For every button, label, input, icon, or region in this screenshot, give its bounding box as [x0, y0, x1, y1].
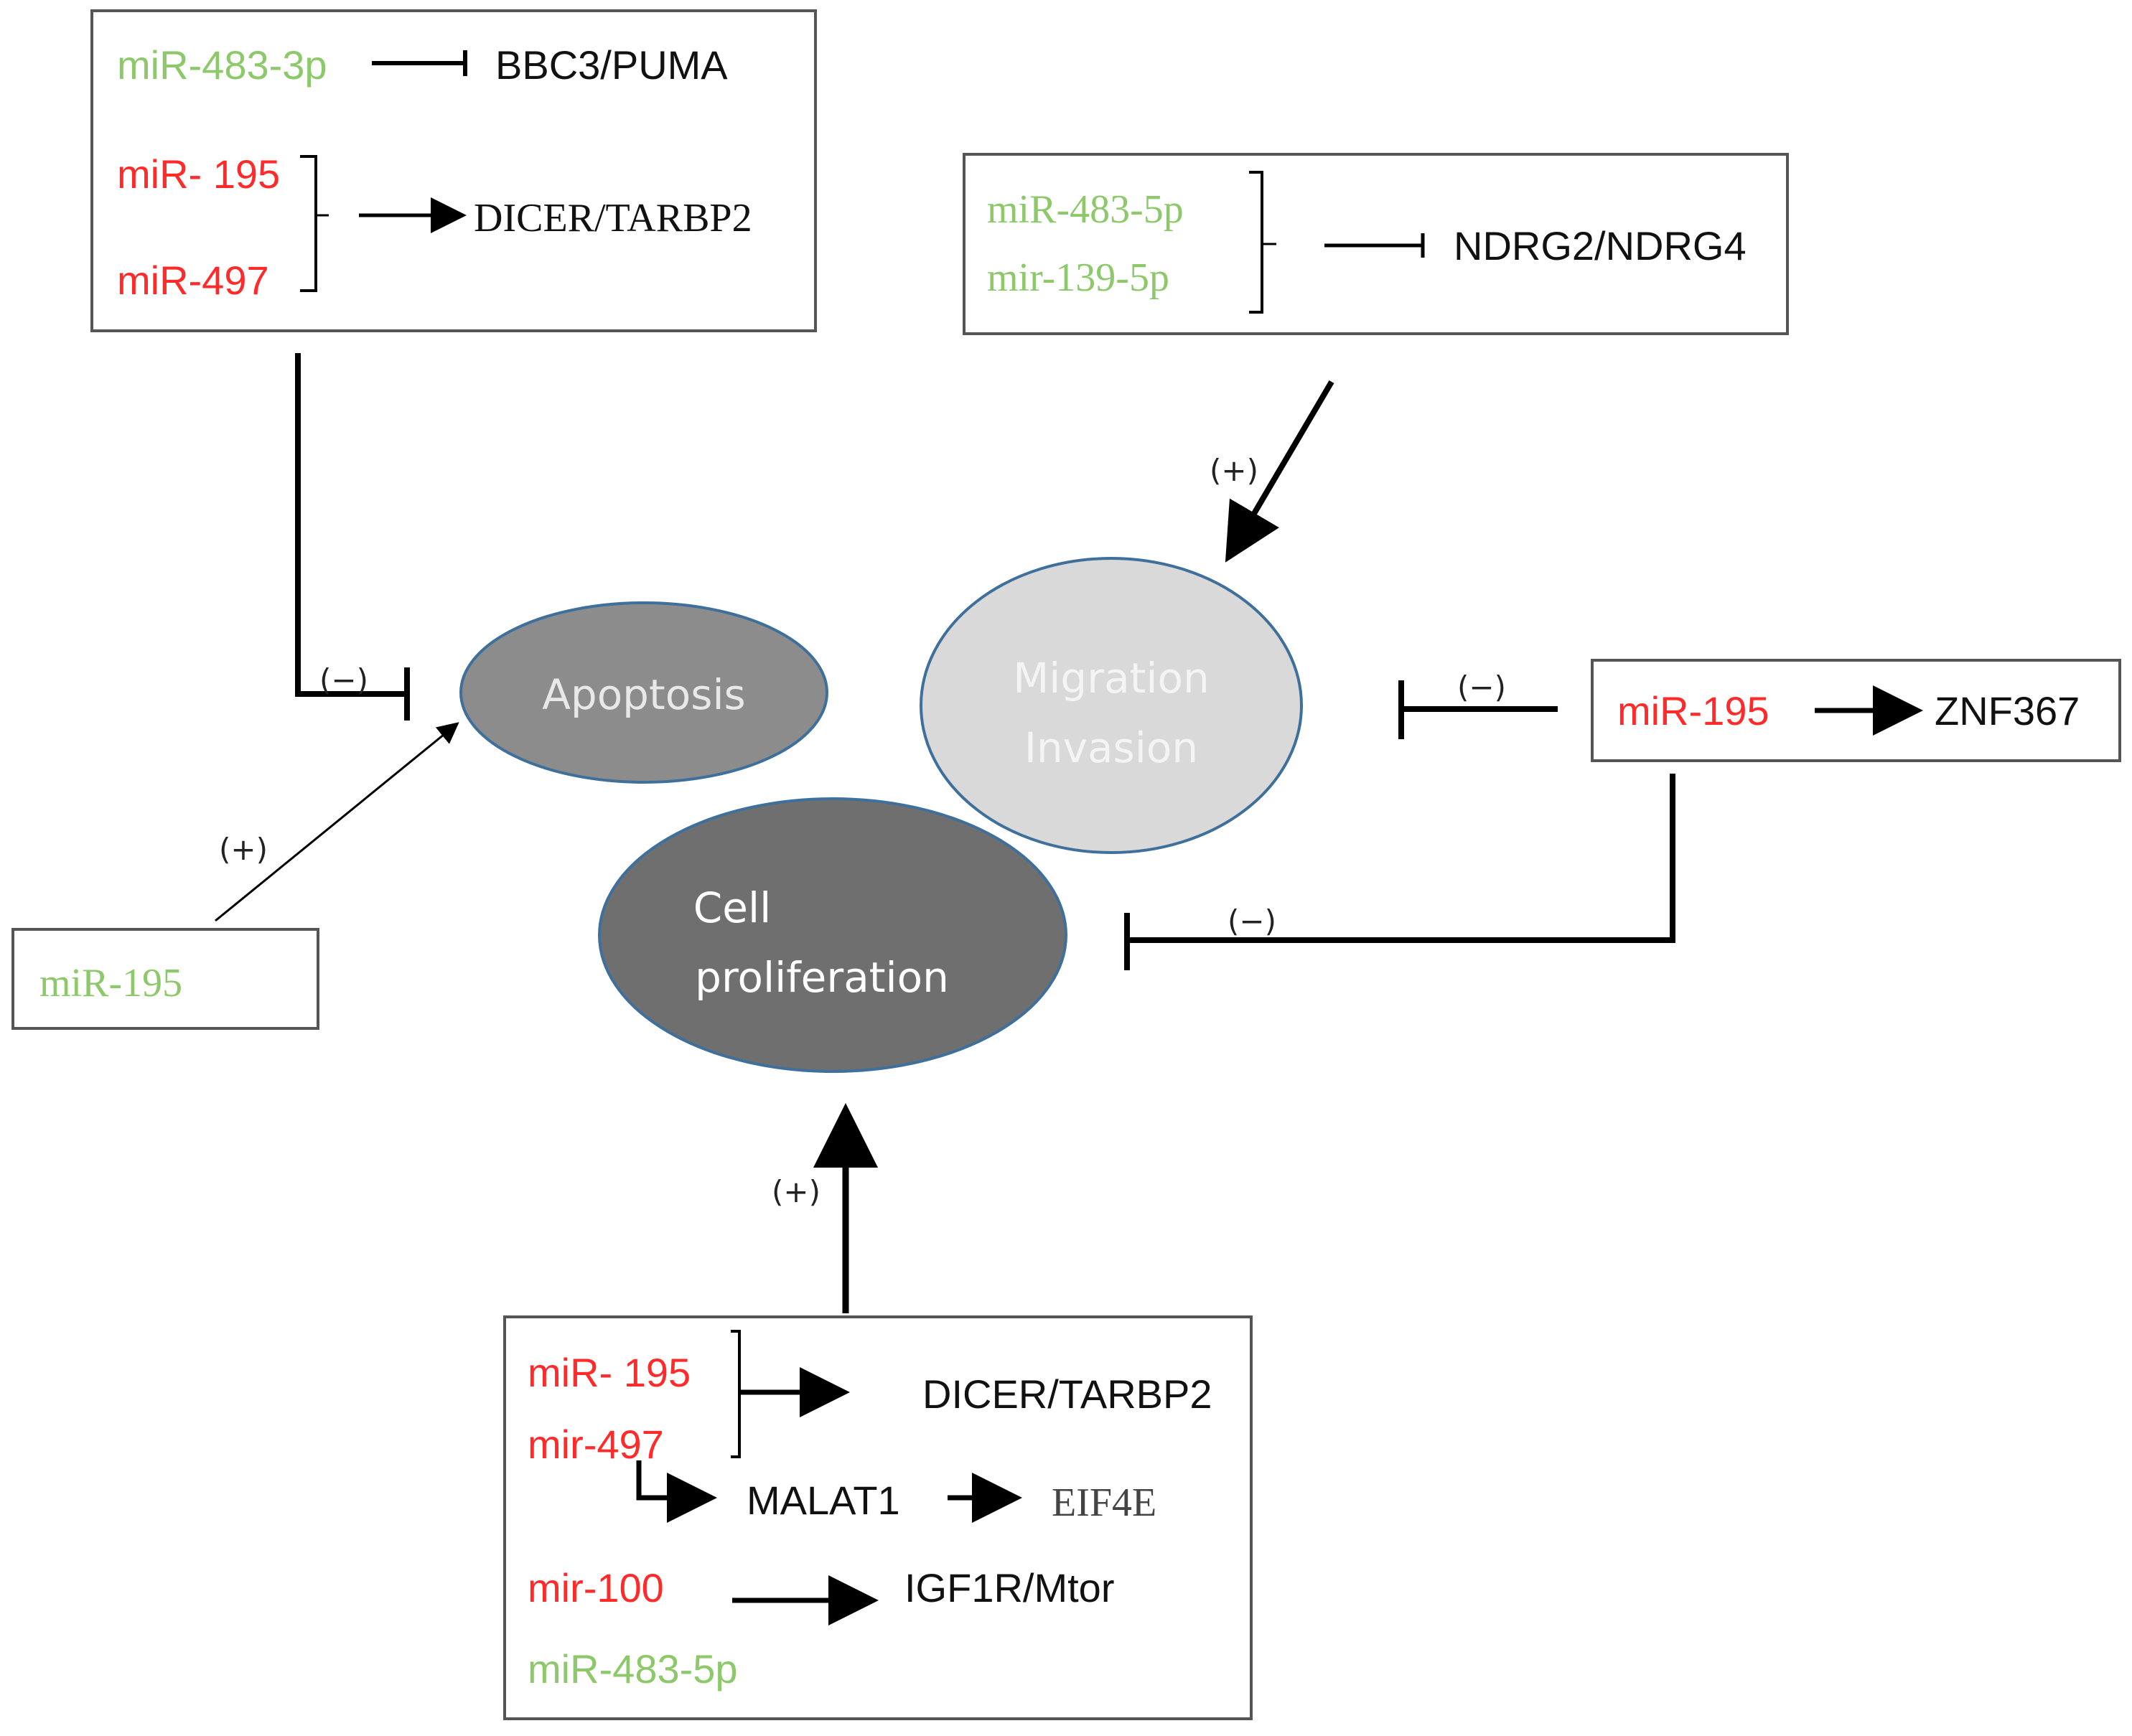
bottom-mir-195-label: miR- 195 [528, 1350, 691, 1395]
eif4e-label: EIF4E [1052, 1481, 1156, 1525]
proliferation-ellipse [598, 797, 1067, 1073]
invasion-label: Invasion [1024, 723, 1198, 772]
migration-plus-sign: (+) [1210, 453, 1258, 488]
migration-node: Migration Invasion [920, 557, 1303, 854]
bottom-mir-483-5p-label: miR-483-5p [528, 1646, 738, 1692]
inhibit-line-to-proliferation [1127, 774, 1675, 943]
bottom-box-border [503, 1315, 1253, 1720]
ndrg2-ndrg4-label: NDRG2/NDRG4 [1454, 223, 1747, 268]
mir-497-label: miR-497 [117, 258, 269, 303]
bracket-mir195-mir497 [300, 155, 317, 292]
left-box-border [11, 928, 319, 1030]
apoptosis-node: Apoptosis [459, 601, 828, 784]
dicer-tarbp2-label: DICER/TARBP2 [474, 196, 752, 240]
proliferation-minus-sign: (−) [1228, 904, 1276, 939]
bottom-box: miR- 195 mir-497 DICER/TARBP2 MALAT1 EIF… [503, 1315, 1253, 1720]
top-right-box: miR-483-5p mir-139-5p NDRG2/NDRG4 [963, 153, 1789, 335]
mir-100-label: mir-100 [528, 1565, 664, 1610]
proliferation-label: proliferation [695, 953, 949, 1002]
activate-line-to-migration [1225, 380, 1334, 563]
malat1-label: MALAT1 [747, 1478, 900, 1523]
left-mir-195-label: miR-195 [39, 961, 182, 1005]
bottom-mir-497-label: mir-497 [528, 1422, 664, 1467]
migration-ellipse [920, 557, 1303, 854]
right-box: miR-195 ZNF367 [1591, 659, 2121, 762]
migration-minus-sign: (−) [1457, 670, 1506, 705]
cell-label: Cell [693, 883, 771, 932]
bottom-dicer-label: DICER/TARBP2 [922, 1371, 1212, 1417]
mir-483-3p-label: miR-483-3p [117, 42, 327, 88]
mir-195-label: miR- 195 [117, 151, 280, 197]
activate-line-to-apoptosis [215, 722, 459, 922]
bbc3-puma-label: BBC3/PUMA [495, 42, 728, 88]
apoptosis-minus-sign: (−) [319, 662, 368, 698]
apoptosis-plus-sign: (+) [219, 832, 268, 867]
apoptosis-label: Apoptosis [542, 670, 746, 719]
proliferation-plus-sign: (+) [772, 1174, 820, 1209]
right-box-border [1591, 659, 2121, 762]
igf1r-mtor-label: IGF1R/Mtor [904, 1565, 1114, 1610]
mir-483-5p-label: miR-483-5p [987, 187, 1184, 232]
znf367-label: ZNF367 [1935, 688, 2080, 733]
proliferation-node: Cell proliferation [598, 797, 1067, 1073]
mir-139-5p-label: mir-139-5p [987, 255, 1169, 300]
arrow-to-malat1 [636, 1460, 717, 1523]
right-mir-195-label: miR-195 [1617, 688, 1769, 733]
apoptosis-ellipse [459, 601, 828, 784]
top-left-box: miR-483-3p BBC3/PUMA miR- 195 miR-497 DI… [90, 9, 817, 332]
migration-label: Migration [1013, 654, 1209, 703]
bracket-mir483-mir139 [1249, 171, 1263, 314]
left-box: miR-195 [11, 928, 319, 1030]
inhibit-line-to-apoptosis [295, 353, 407, 697]
